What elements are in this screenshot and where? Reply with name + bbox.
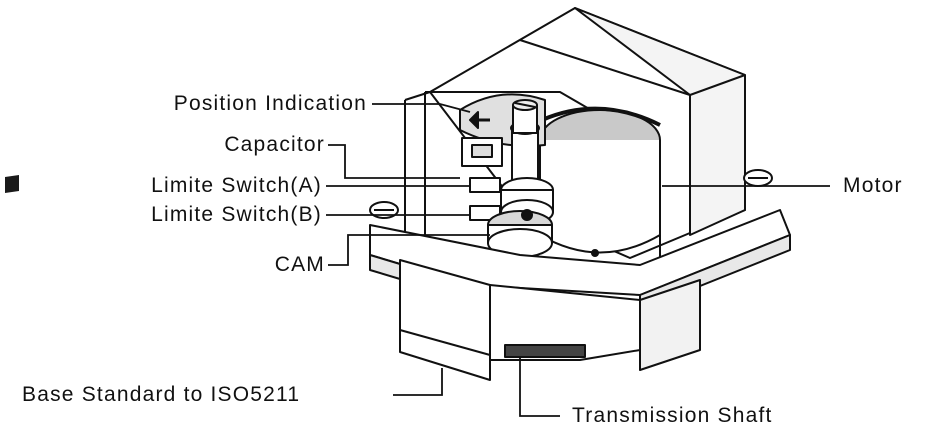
leader-position-indication	[372, 103, 471, 113]
mounting-screws	[369, 169, 773, 219]
limit-switches	[469, 177, 501, 221]
cam-part	[487, 177, 554, 258]
label-base-standard: Base Standard to ISO5211	[22, 383, 301, 406]
label-position-indication: Position Indication	[173, 92, 367, 115]
label-motor: Motor	[843, 174, 903, 197]
leader-base	[393, 368, 443, 396]
main-shaft	[510, 99, 540, 191]
label-capacitor: Capacitor	[224, 133, 325, 156]
leader-cam	[328, 234, 490, 266]
label-limit-switch-b: Limite Switch(B)	[151, 203, 322, 226]
leader-transmission-shaft	[519, 358, 560, 417]
label-transmission-shaft: Transmission Shaft	[572, 404, 773, 427]
capacitor-part	[461, 137, 503, 167]
motor-drum	[539, 106, 661, 254]
label-cam: CAM	[274, 253, 325, 276]
leader-capacitor	[328, 144, 460, 179]
label-limit-switch-a: Limite Switch(A)	[151, 174, 322, 197]
lower-housing	[399, 259, 701, 381]
leader-lines	[326, 103, 830, 417]
